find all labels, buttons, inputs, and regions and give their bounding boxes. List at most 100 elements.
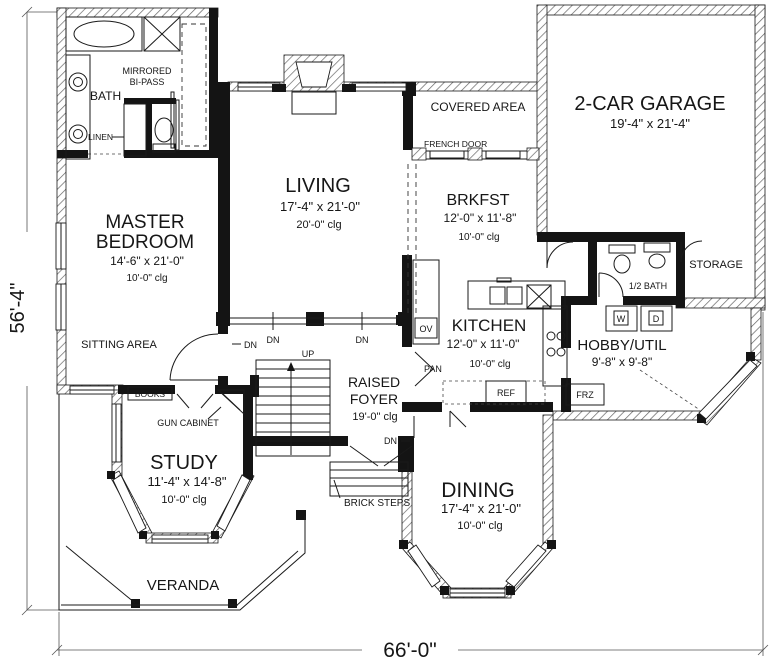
brick-steps-label: BRICK STEPS bbox=[344, 498, 410, 509]
refrigerator-label: REF bbox=[497, 388, 516, 398]
covered-area-label: COVERED AREA bbox=[431, 100, 526, 114]
study-label: STUDY bbox=[150, 452, 218, 474]
range bbox=[526, 284, 552, 309]
dining-ceiling: 10'-0" clg bbox=[457, 520, 502, 532]
tub-alcove bbox=[65, 16, 143, 52]
fireplace bbox=[283, 54, 345, 92]
staircase bbox=[255, 359, 331, 457]
living-size: 17'-4" x 21'-0" bbox=[280, 199, 360, 214]
vanity-sink bbox=[68, 124, 88, 144]
master-ceiling: 10'-0" clg bbox=[126, 273, 167, 284]
room-study: BOOKS GUN CABINET STUDY 11'-4" x 14'-8" … bbox=[127, 386, 245, 506]
dining-label: DINING bbox=[441, 479, 515, 502]
brkfst-size: 12'-0" x 11'-8" bbox=[444, 211, 517, 225]
french-door-leaf bbox=[429, 150, 465, 159]
kitchen-ceiling: 10'-0" clg bbox=[469, 359, 510, 370]
kitchen-size: 12'-0" x 11'-0" bbox=[447, 337, 520, 351]
living-label: LIVING bbox=[285, 175, 351, 197]
mirrored-bipass-label: MIRRORED bbox=[123, 66, 172, 76]
half-bath-door bbox=[598, 272, 624, 298]
cooktop-burner bbox=[546, 347, 556, 357]
foyer-ceiling: 19'-0" clg bbox=[352, 411, 397, 423]
room-bath: BATH MIRRORED BI-PASS LINEN bbox=[65, 16, 207, 160]
room-living: LIVING 17'-4" x 21'-0" 20'-0" clg bbox=[272, 54, 417, 314]
sitting-area-label: SITTING AREA bbox=[81, 339, 157, 351]
dining-size: 17'-4" x 21'-0" bbox=[441, 501, 521, 516]
room-half-bath: 1/2 BATH bbox=[598, 242, 671, 298]
study-ceiling: 10'-0" clg bbox=[161, 494, 206, 506]
faucet bbox=[496, 277, 512, 283]
washer-label: W bbox=[617, 314, 626, 324]
freezer-label: FRZ bbox=[576, 390, 594, 400]
room-dining: DINING 17'-4" x 21'-0" 10'-0" clg bbox=[441, 479, 521, 532]
bookshelf bbox=[127, 386, 173, 401]
freezer bbox=[565, 383, 605, 406]
french-door-label: FRENCH DOOR bbox=[424, 139, 487, 149]
master-size: 14'-6" x 21'-0" bbox=[110, 254, 184, 268]
toilet bbox=[154, 117, 174, 143]
bipass-door bbox=[170, 91, 175, 149]
dn-label: DN bbox=[267, 335, 280, 345]
garage-size: 19'-4" x 21'-4" bbox=[610, 116, 690, 131]
bipass-door bbox=[175, 99, 180, 151]
dn-label: DN bbox=[244, 340, 257, 350]
vanity-sink bbox=[68, 72, 88, 92]
garage-entry-door bbox=[546, 241, 574, 269]
study-size: 11'-4" x 14'-8" bbox=[148, 474, 227, 489]
room-brkfst: BRKFST 12'-0" x 11'-8" 10'-0" clg bbox=[444, 192, 517, 243]
dimension-bottom: 66'-0" bbox=[383, 639, 437, 662]
sink-counter bbox=[643, 242, 671, 253]
hobby-util-label: HOBBY/UTIL bbox=[577, 337, 666, 354]
hobby-util-size: 9'-8" x 9'-8" bbox=[592, 355, 652, 369]
brkfst-label: BRKFST bbox=[446, 192, 509, 209]
bath-label: BATH bbox=[90, 89, 121, 103]
cooktop-burner bbox=[556, 331, 566, 341]
master-door bbox=[169, 333, 219, 381]
sink bbox=[648, 253, 666, 269]
washer bbox=[605, 305, 638, 332]
sink-basin bbox=[506, 286, 523, 305]
linen-closet bbox=[123, 103, 147, 157]
foyer-label-2: FOYER bbox=[350, 391, 398, 407]
up-label: UP bbox=[302, 349, 315, 359]
counter-dashed bbox=[442, 380, 546, 405]
garage-label: 2-CAR GARAGE bbox=[574, 93, 725, 115]
dn-label: DN bbox=[356, 335, 369, 345]
room-hobby-util: W D FRZ HOBBY/UTIL 9'-8" x 9'-8" bbox=[565, 305, 701, 411]
counter bbox=[467, 280, 566, 310]
room-garage: 2-CAR GARAGE 19'-4" x 21'-4" STORAGE bbox=[546, 93, 743, 271]
oven-cabinet bbox=[412, 259, 440, 345]
toilet bbox=[613, 254, 631, 274]
french-door-leaf bbox=[485, 150, 521, 159]
entry-door-leaf bbox=[349, 445, 379, 467]
study-door-leaf bbox=[176, 393, 190, 409]
books-label: BOOKS bbox=[135, 389, 166, 399]
dn-label: DN bbox=[384, 436, 397, 446]
master-label-2: BEDROOM bbox=[96, 232, 194, 253]
pantry-label: PAN bbox=[424, 364, 442, 374]
veranda: VERANDA BRICK STEPS bbox=[58, 394, 410, 611]
cooktop-burner bbox=[556, 347, 566, 357]
storage-door bbox=[680, 240, 703, 263]
gun-cabinet-label: GUN CABINET bbox=[157, 418, 219, 428]
brkfst-ceiling: 10'-0" clg bbox=[458, 232, 499, 243]
master-label-1: MASTER bbox=[105, 212, 184, 233]
storage-label: STORAGE bbox=[689, 259, 743, 271]
peninsula-counter bbox=[542, 305, 568, 387]
dimension-left: 56'-4" bbox=[7, 283, 29, 334]
refrigerator bbox=[485, 380, 527, 406]
hearth bbox=[291, 91, 337, 115]
half-bath-label: 1/2 BATH bbox=[629, 281, 667, 291]
entry-door-leaf bbox=[383, 445, 413, 467]
tub bbox=[73, 20, 135, 48]
cooktop-burner bbox=[546, 331, 556, 341]
foyer-label-1: RAISED bbox=[348, 374, 400, 390]
dryer bbox=[640, 305, 673, 332]
dimension-lines: 56'-4" 66'-0" bbox=[7, 6, 769, 662]
kitchen-label: KITCHEN bbox=[452, 316, 527, 335]
sink-basin bbox=[489, 286, 506, 305]
study-door-leaf bbox=[200, 393, 214, 409]
linen-label: LINEN bbox=[88, 132, 113, 142]
